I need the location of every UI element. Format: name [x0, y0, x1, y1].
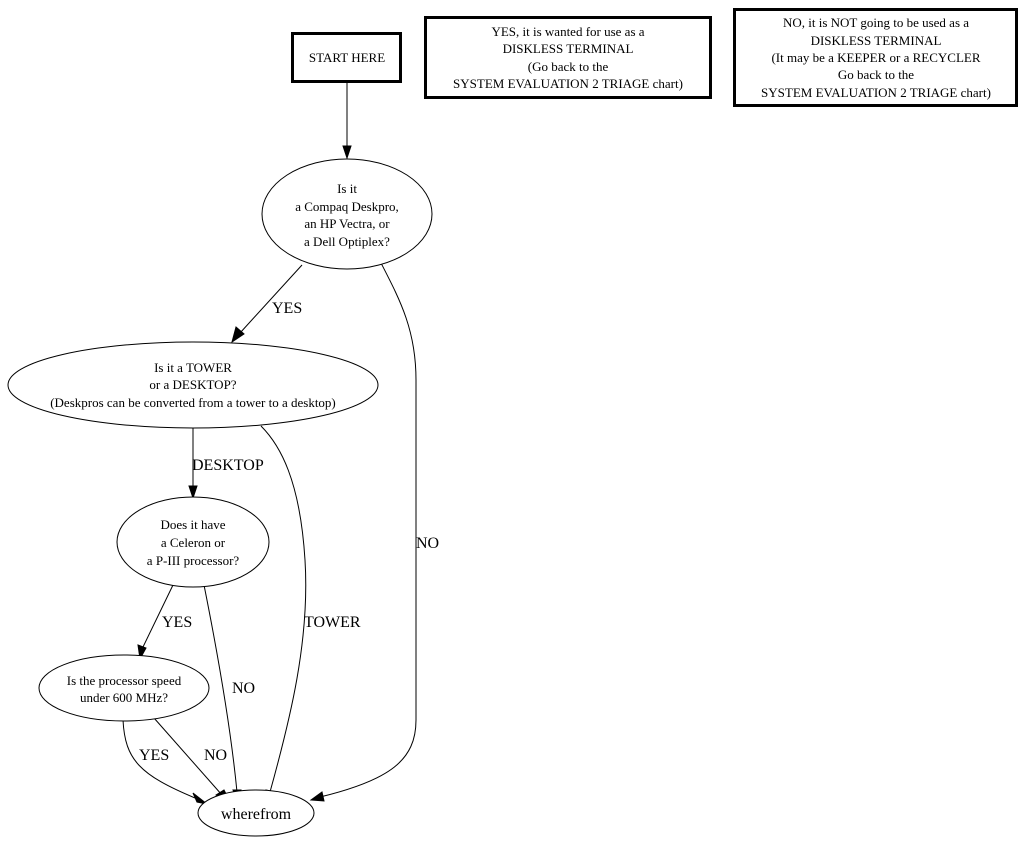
edge-label-yes: YES	[272, 300, 302, 317]
edge-label-tower: TOWER	[304, 614, 361, 631]
arrowhead-icon	[231, 326, 245, 344]
edge-label-no: NO	[232, 680, 255, 697]
svg-text:a Celeron or: a Celeron or	[161, 535, 226, 550]
svg-text:wherefrom: wherefrom	[221, 806, 292, 823]
svg-text:a Compaq Deskpro,: a Compaq Deskpro,	[295, 199, 399, 214]
edge-brand-to-wherefrom: NO	[309, 262, 439, 802]
edge-form-to-cpu: DESKTOP	[188, 428, 264, 500]
svg-text:(Deskpros can be converted fro: (Deskpros can be converted from a tower …	[50, 395, 336, 410]
node-no-diskless-terminal: NO, it is NOT going to be used as a DISK…	[733, 8, 1018, 107]
edge-label-yes: YES	[162, 614, 192, 631]
svg-text:START HERE: START HERE	[309, 50, 385, 65]
edge-label-yes: YES	[139, 747, 169, 764]
svg-text:Go back to the: Go back to the	[838, 67, 914, 82]
edge-brand-to-form: YES	[231, 264, 303, 344]
svg-text:(Go back to the: (Go back to the	[528, 59, 609, 74]
node-processor-type-question: Does it have a Celeron or a P-III proces…	[116, 496, 270, 588]
arrowhead-icon	[309, 791, 325, 802]
svg-text:an HP Vectra, or: an HP Vectra, or	[304, 216, 390, 231]
svg-text:YES, it is wanted for use as a: YES, it is wanted for use as a	[491, 24, 644, 39]
svg-text:or a DESKTOP?: or a DESKTOP?	[149, 377, 236, 392]
node-form-factor-question: Is it a TOWER or a DESKTOP? (Deskpros ca…	[7, 341, 379, 429]
svg-text:Is it a TOWER: Is it a TOWER	[154, 360, 232, 375]
node-brand-question: Is it a Compaq Deskpro, an HP Vectra, or…	[261, 158, 433, 270]
node-processor-speed-question: Is the processor speed under 600 MHz?	[38, 654, 210, 722]
edge-form-to-wherefrom: TOWER	[260, 425, 361, 806]
svg-text:Is the processor speed: Is the processor speed	[67, 673, 182, 688]
node-start-here: START HERE	[291, 32, 402, 83]
svg-text:SYSTEM EVALUATION 2 TRIAGE cha: SYSTEM EVALUATION 2 TRIAGE chart)	[453, 76, 683, 91]
svg-text:NO, it is NOT going to be used: NO, it is NOT going to be used as a	[783, 15, 969, 30]
svg-text:a P-III processor?: a P-III processor?	[147, 553, 240, 568]
arrowhead-icon	[188, 485, 198, 500]
edge-cpu-to-speed: YES	[137, 584, 192, 661]
svg-text:DISKLESS TERMINAL: DISKLESS TERMINAL	[811, 33, 942, 48]
arrowhead-icon	[342, 145, 352, 160]
svg-text:a Dell Optiplex?: a Dell Optiplex?	[304, 234, 390, 249]
svg-text:DISKLESS TERMINAL: DISKLESS TERMINAL	[503, 41, 634, 56]
svg-text:under 600 MHz?: under 600 MHz?	[80, 690, 168, 705]
node-yes-diskless-terminal: YES, it is wanted for use as a DISKLESS …	[424, 16, 712, 99]
edge-label-no: NO	[416, 535, 439, 552]
svg-text:(It may be a KEEPER or a RECYC: (It may be a KEEPER or a RECYCLER	[771, 50, 980, 65]
edge-speed-yes-to-wherefrom: YES	[122, 719, 208, 805]
node-wherefrom: wherefrom	[197, 789, 315, 837]
edge-label-no: NO	[204, 747, 227, 764]
svg-text:SYSTEM EVALUATION 2 TRIAGE cha: SYSTEM EVALUATION 2 TRIAGE chart)	[761, 85, 991, 100]
edge-start-to-brand	[342, 82, 352, 160]
arrowhead-icon	[192, 792, 208, 805]
edge-label-desktop: DESKTOP	[192, 457, 264, 474]
svg-text:Is it: Is it	[337, 181, 357, 196]
edge-cpu-to-wherefrom: NO	[203, 584, 255, 804]
svg-text:Does it have: Does it have	[161, 517, 226, 532]
